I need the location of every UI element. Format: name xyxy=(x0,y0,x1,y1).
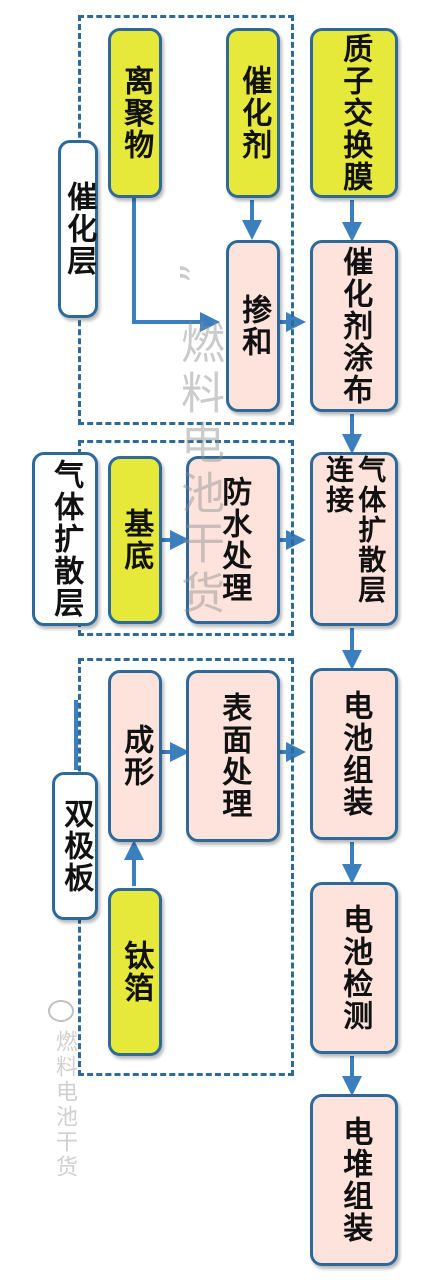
waterproofing-label: 防水处理 xyxy=(216,476,252,604)
gas-diffusion-layer-connection-node: 气体扩散层连接 xyxy=(310,452,398,626)
watermark-quote: “ xyxy=(150,262,196,289)
bipolar-plate-label: 双极板 xyxy=(58,798,94,894)
titanium-foil-label: 钛箔 xyxy=(118,940,154,1004)
catalyst-layer-label: 催化层 xyxy=(61,181,97,277)
gas-diffusion-layer-label-node: 气体扩散层 xyxy=(32,452,98,626)
catalyst-layer-label-node: 催化层 xyxy=(58,140,98,318)
forming-label: 成形 xyxy=(118,724,154,788)
forming-node: 成形 xyxy=(108,670,162,842)
surface-treatment-label: 表面处理 xyxy=(216,692,252,820)
substrate-node: 基底 xyxy=(108,456,162,624)
bipolar-plate-label-node: 双极板 xyxy=(52,772,98,920)
catalyst-node: 催化剂 xyxy=(226,28,280,198)
watermark-account: 燃料电池干货 xyxy=(52,1030,77,1180)
mixing-node: 掺和 xyxy=(226,240,280,412)
stack-assembly-label: 电堆组装 xyxy=(337,1116,373,1244)
waterproofing-node: 防水处理 xyxy=(186,456,280,624)
substrate-label: 基底 xyxy=(118,508,154,572)
proton-exchange-membrane-node: 质子交换膜 xyxy=(310,28,398,198)
cell-testing-label: 电池检测 xyxy=(337,904,373,1032)
catalyst-label: 催化剂 xyxy=(236,65,272,161)
watermark-text: 燃料电池干货 xyxy=(173,320,224,620)
cell-testing-node: 电池检测 xyxy=(310,882,398,1054)
catalyst-coating-label: 催化剂涂布 xyxy=(337,246,373,406)
catalyst-coating-node: 催化剂涂布 xyxy=(310,240,398,412)
proton-exchange-membrane-label: 质子交换膜 xyxy=(337,33,373,193)
ionomer-label: 离聚物 xyxy=(118,65,154,161)
ionomer-node: 离聚物 xyxy=(108,28,162,198)
gas-diffusion-layer-connection-label: 气体扩散层连接 xyxy=(322,455,388,605)
surface-treatment-node: 表面处理 xyxy=(186,670,280,842)
gas-diffusion-layer-label: 气体扩散层 xyxy=(48,459,84,619)
stack-assembly-node: 电堆组装 xyxy=(310,1094,398,1266)
titanium-foil-node: 钛箔 xyxy=(108,888,162,1056)
mixing-label: 掺和 xyxy=(236,294,272,358)
cell-assembly-label: 电池组装 xyxy=(337,690,373,818)
arrow-ionomer-to-mixing xyxy=(132,198,220,332)
cell-assembly-node: 电池组装 xyxy=(310,668,398,840)
wechat-icon xyxy=(48,1000,74,1022)
